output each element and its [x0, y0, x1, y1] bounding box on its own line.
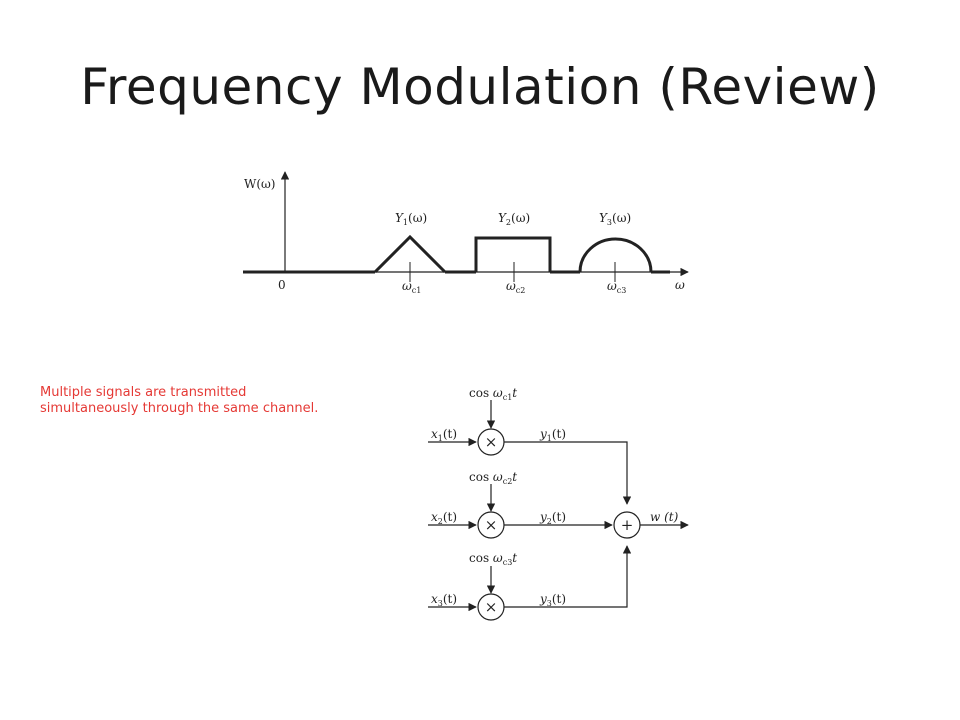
output-label-1: y1(t) — [539, 427, 566, 443]
output-path-1 — [504, 441, 632, 505]
carrier-label-3: ωc3 — [607, 279, 626, 295]
output-label-3: y3(t) — [539, 592, 566, 608]
carrier-input-label-1: cos ωc1t — [469, 386, 517, 402]
band-rectangle — [474, 236, 552, 272]
slide-title: Frequency Modulation (Review) — [80, 58, 880, 116]
input-label-1: x1(t) — [431, 427, 457, 443]
carrier-label-1: ωc1 — [402, 279, 421, 295]
y-axis-label: W(ω) — [244, 177, 275, 191]
origin-label: 0 — [278, 278, 286, 292]
carrier-label-2: ωc2 — [506, 279, 525, 295]
band-label-1: Y1(ω) — [395, 211, 427, 227]
band-triangle — [373, 234, 447, 274]
multiply-icon: × — [485, 433, 498, 451]
input-label-3: x3(t) — [431, 592, 457, 608]
plus-icon: + — [621, 516, 634, 534]
x-axis-label: ω — [675, 278, 685, 292]
multiply-icon: × — [485, 598, 498, 616]
carrier-input-label-2: cos ωc2t — [469, 470, 517, 486]
output-label-2: y2(t) — [539, 510, 566, 526]
multiply-icon: × — [485, 516, 498, 534]
block-diagram — [428, 400, 689, 621]
band-semicircle — [578, 237, 653, 273]
sum-output-label: w (t) — [650, 510, 679, 524]
carrier-input-label-3: cos ωc3t — [469, 551, 517, 567]
band-label-2: Y2(ω) — [498, 211, 530, 227]
note-text: Multiple signals are transmitted simulta… — [40, 385, 319, 416]
output-path-3 — [504, 545, 632, 608]
spectrum-plot — [243, 171, 689, 282]
input-label-2: x2(t) — [431, 510, 457, 526]
band-label-3: Y3(ω) — [599, 211, 631, 227]
